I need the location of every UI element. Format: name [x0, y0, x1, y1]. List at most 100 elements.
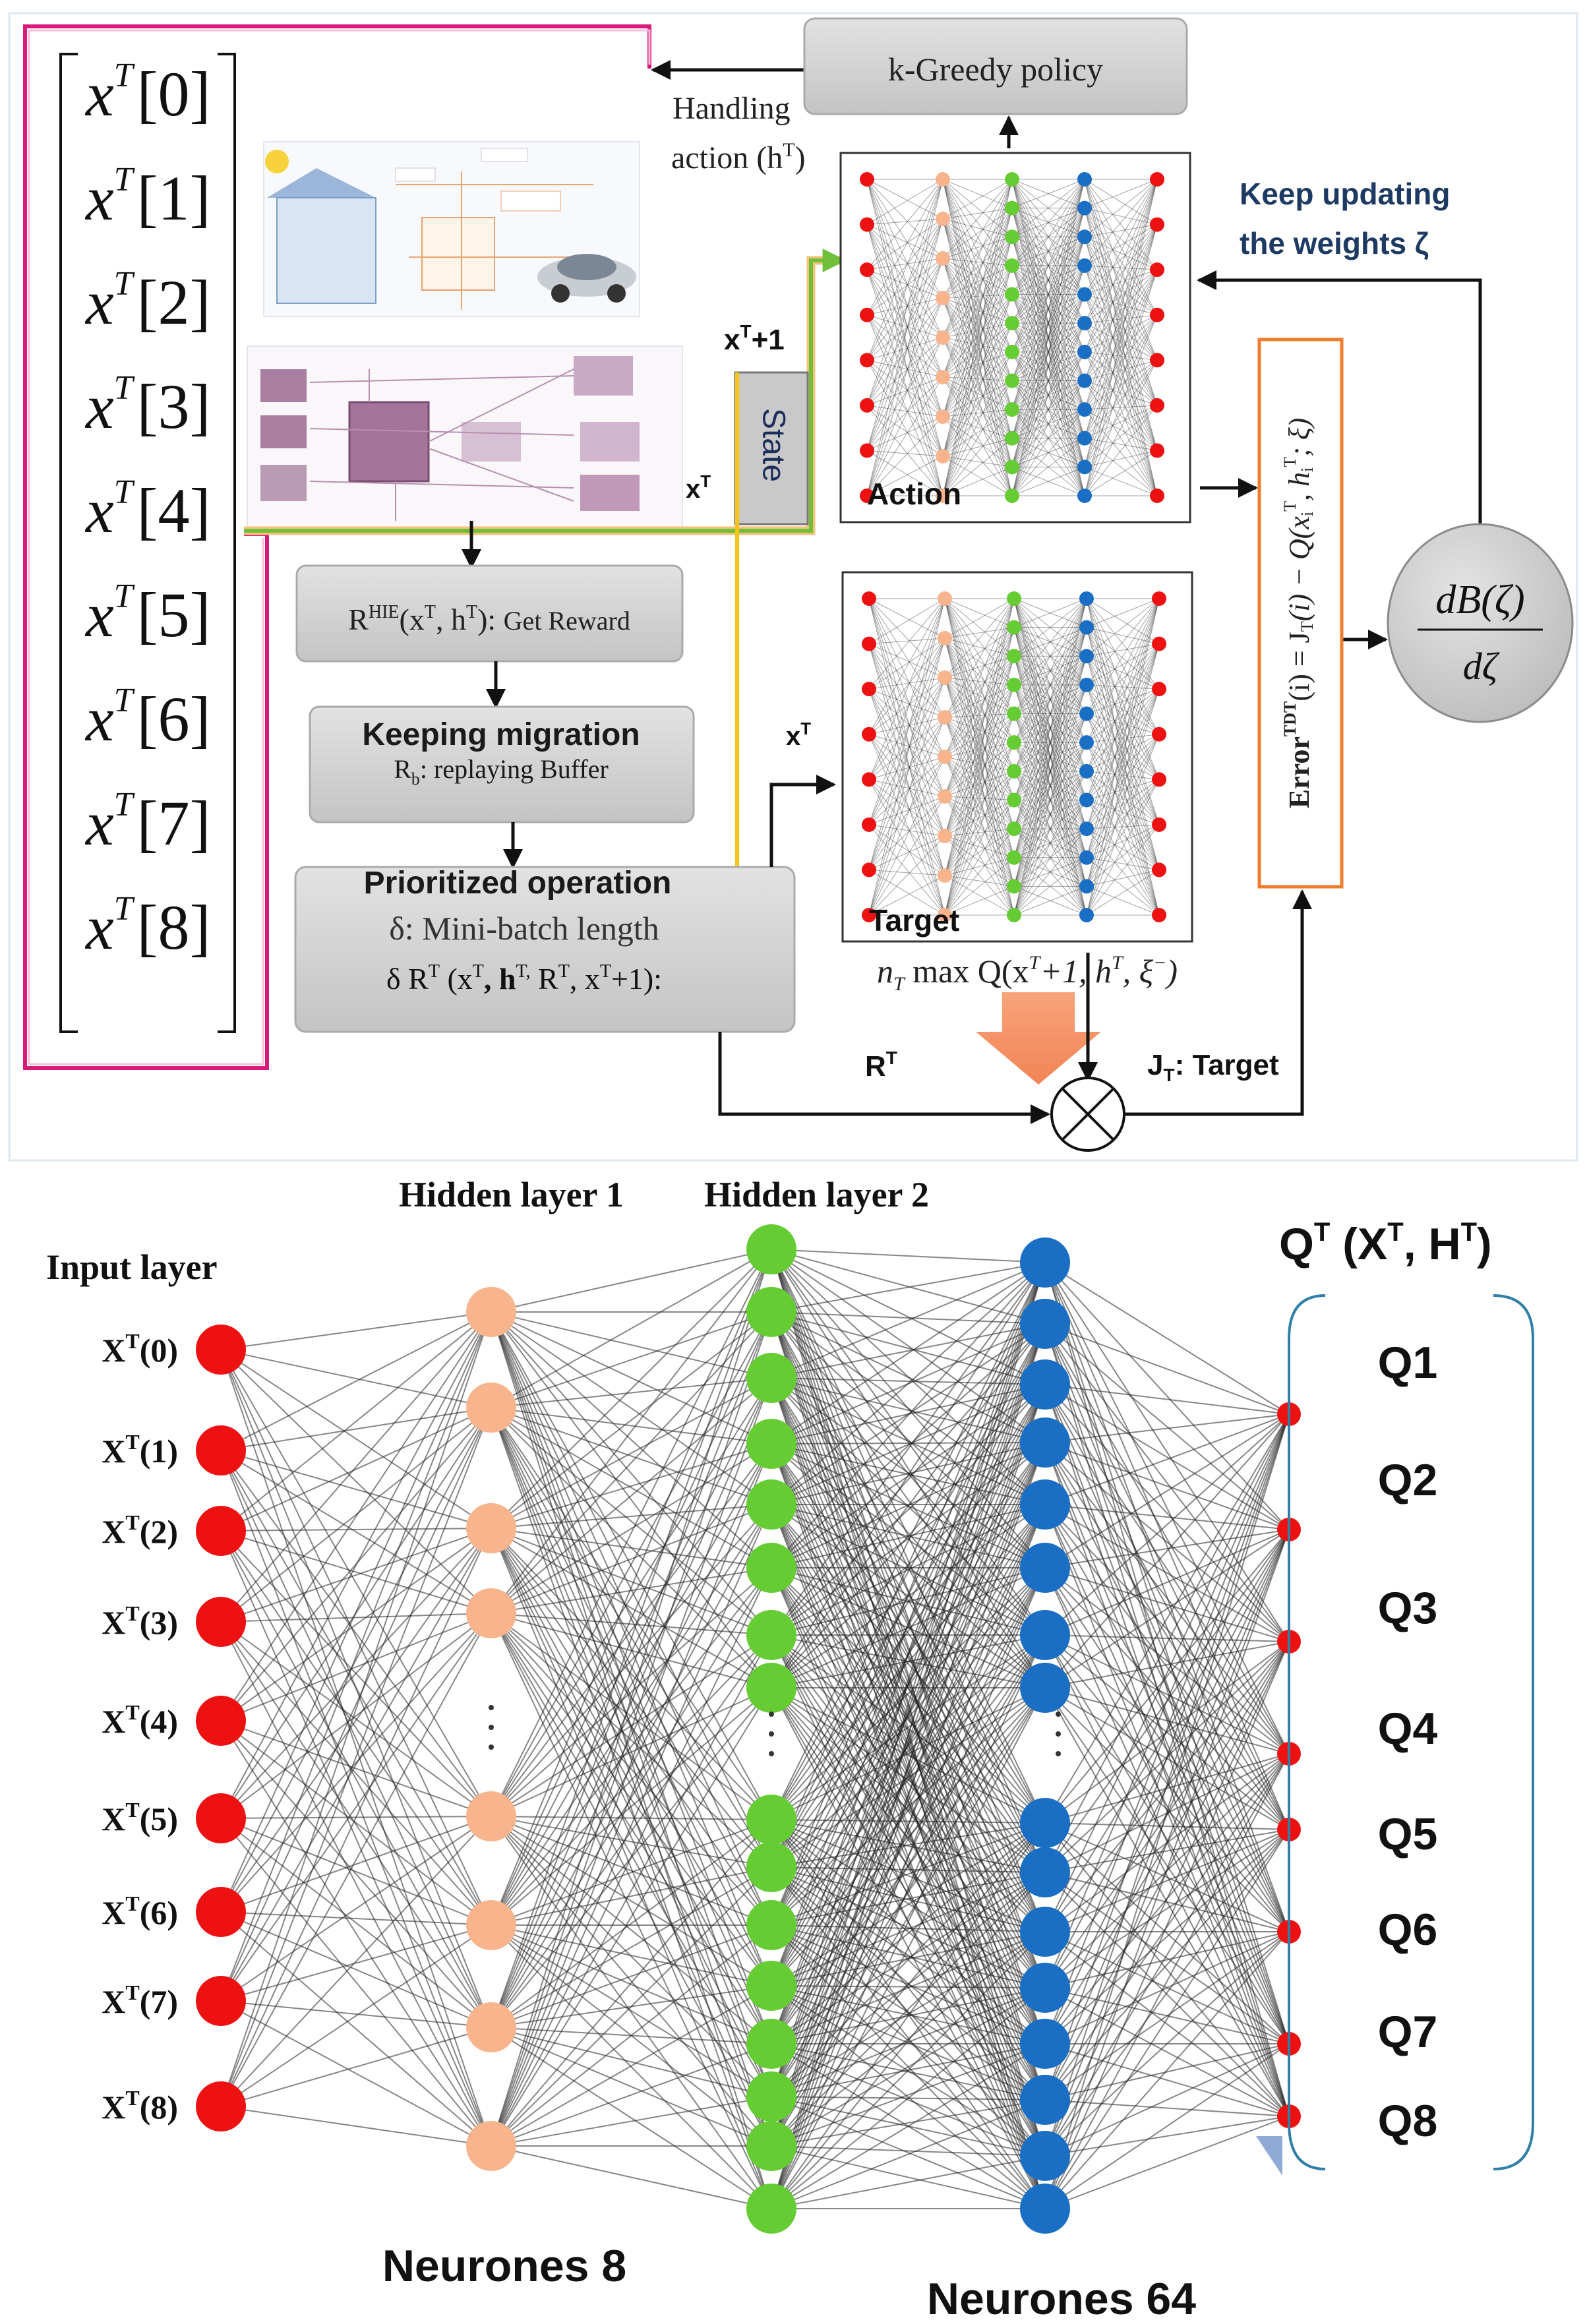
small-net-edge [1013, 656, 1087, 800]
network-edge [1044, 1829, 1290, 2209]
small-net-edge [866, 224, 943, 338]
small-net-edge [1013, 598, 1087, 686]
small-net-edge [1011, 237, 1085, 467]
small-net-edge [942, 351, 1013, 417]
small-net-edge [1086, 627, 1160, 780]
small-net-edge [1013, 800, 1087, 858]
small-net-edge [944, 677, 1015, 714]
small-net-edge [1084, 237, 1158, 451]
small-net-edge [1013, 656, 1087, 829]
small-net-edge [1013, 598, 1087, 887]
network-edge [1044, 1753, 1290, 1824]
small-net-edge [1011, 294, 1085, 353]
small-net-node [1079, 706, 1094, 721]
small-net-edge [1086, 713, 1160, 780]
small-net-edge [1013, 742, 1087, 916]
small-net-edge [1013, 742, 1087, 887]
ellipsis-dot [489, 1744, 494, 1750]
small-net-edge [1084, 179, 1158, 381]
small-net-node [1007, 792, 1021, 808]
small-net-edge [1086, 598, 1160, 780]
hidden1-label: Hidden layer 1 [399, 1175, 624, 1214]
small-net-edge [1086, 627, 1160, 734]
small-net-edge [1084, 208, 1158, 225]
small-net-edge [942, 376, 1013, 439]
network-edge [771, 1931, 1046, 2209]
small-net-edge [1086, 655, 1160, 735]
network-edge [491, 1985, 772, 2147]
network-edge [771, 1687, 1046, 2209]
small-net-node [1077, 316, 1092, 331]
small-net-edge [1013, 627, 1087, 887]
small-net-edge [942, 218, 1013, 295]
small-net-edge [866, 405, 943, 496]
buffer-title: Keeping migration [362, 717, 640, 752]
small-net-edge [944, 598, 1015, 837]
small-net-edge [866, 405, 943, 457]
small-net-edge [866, 337, 943, 406]
network-edge [771, 1567, 1046, 2044]
network-edge [1044, 1414, 1290, 1824]
small-net-edge [866, 179, 943, 406]
small-net-edge [942, 237, 1013, 417]
small-net-edge [1084, 179, 1158, 353]
small-net-edge [1011, 351, 1085, 439]
network-edge [771, 1262, 1046, 1820]
small-net-edge [1086, 643, 1160, 657]
small-net-edge [1013, 742, 1087, 800]
small-net-edge [944, 800, 1015, 876]
small-net-edge [1084, 380, 1158, 406]
small-net-edge [1013, 627, 1087, 657]
network-edge [220, 1450, 492, 1529]
network-edge [491, 1924, 772, 1986]
small-net-edge [944, 756, 1015, 887]
small-net-edge [1011, 208, 1085, 467]
network-edge [491, 1407, 772, 1445]
small-net-edge [1086, 742, 1160, 825]
network-edge [220, 1450, 492, 2147]
small-net-node [1152, 908, 1166, 922]
small-net-edge [1011, 208, 1085, 381]
small-net-edge [1084, 438, 1158, 451]
network-edge [771, 1311, 1046, 1325]
small-net-edge [1086, 598, 1160, 829]
small-net-edge [942, 380, 1013, 496]
small-net-edge [868, 875, 945, 916]
small-net-edge [1011, 294, 1085, 467]
small-net-edge [942, 265, 1013, 457]
network-edge [220, 1528, 492, 2107]
small-net-node [1005, 200, 1019, 216]
small-net-edge [866, 359, 943, 457]
small-net-edge [1013, 627, 1087, 800]
small-net-edge [1013, 742, 1087, 858]
ellipsis-dot [1056, 1751, 1061, 1756]
small-net-edge [1013, 857, 1087, 916]
network-edge [220, 1311, 492, 2002]
small-net-edge [1011, 322, 1085, 410]
small-net-node [936, 330, 950, 345]
small-net-edge [868, 688, 945, 758]
small-net-edge [1013, 684, 1087, 800]
network-edge [220, 1924, 492, 2107]
network-node [746, 1479, 796, 1530]
small-net-edge [868, 717, 945, 870]
input-label: XT(6) [102, 1892, 178, 1931]
small-net-edge [1011, 236, 1085, 295]
small-net-edge [866, 258, 943, 270]
small-net-edge [944, 598, 1015, 858]
network-node [1020, 1479, 1070, 1530]
small-net-edge [944, 598, 1015, 758]
reward-box [295, 564, 684, 663]
network-edge [771, 1262, 1046, 2147]
small-net-node [1077, 229, 1092, 245]
small-net-edge [1011, 179, 1085, 496]
small-net-edge [1086, 742, 1160, 870]
network-edge [1044, 1567, 1290, 1932]
network-edge [1044, 1687, 1290, 1754]
small-net-edge [1013, 771, 1087, 829]
small-net-edge [1011, 351, 1085, 439]
small-net-edge [1086, 885, 1160, 916]
small-net-edge [1013, 713, 1087, 800]
small-net-edge [1086, 713, 1160, 825]
